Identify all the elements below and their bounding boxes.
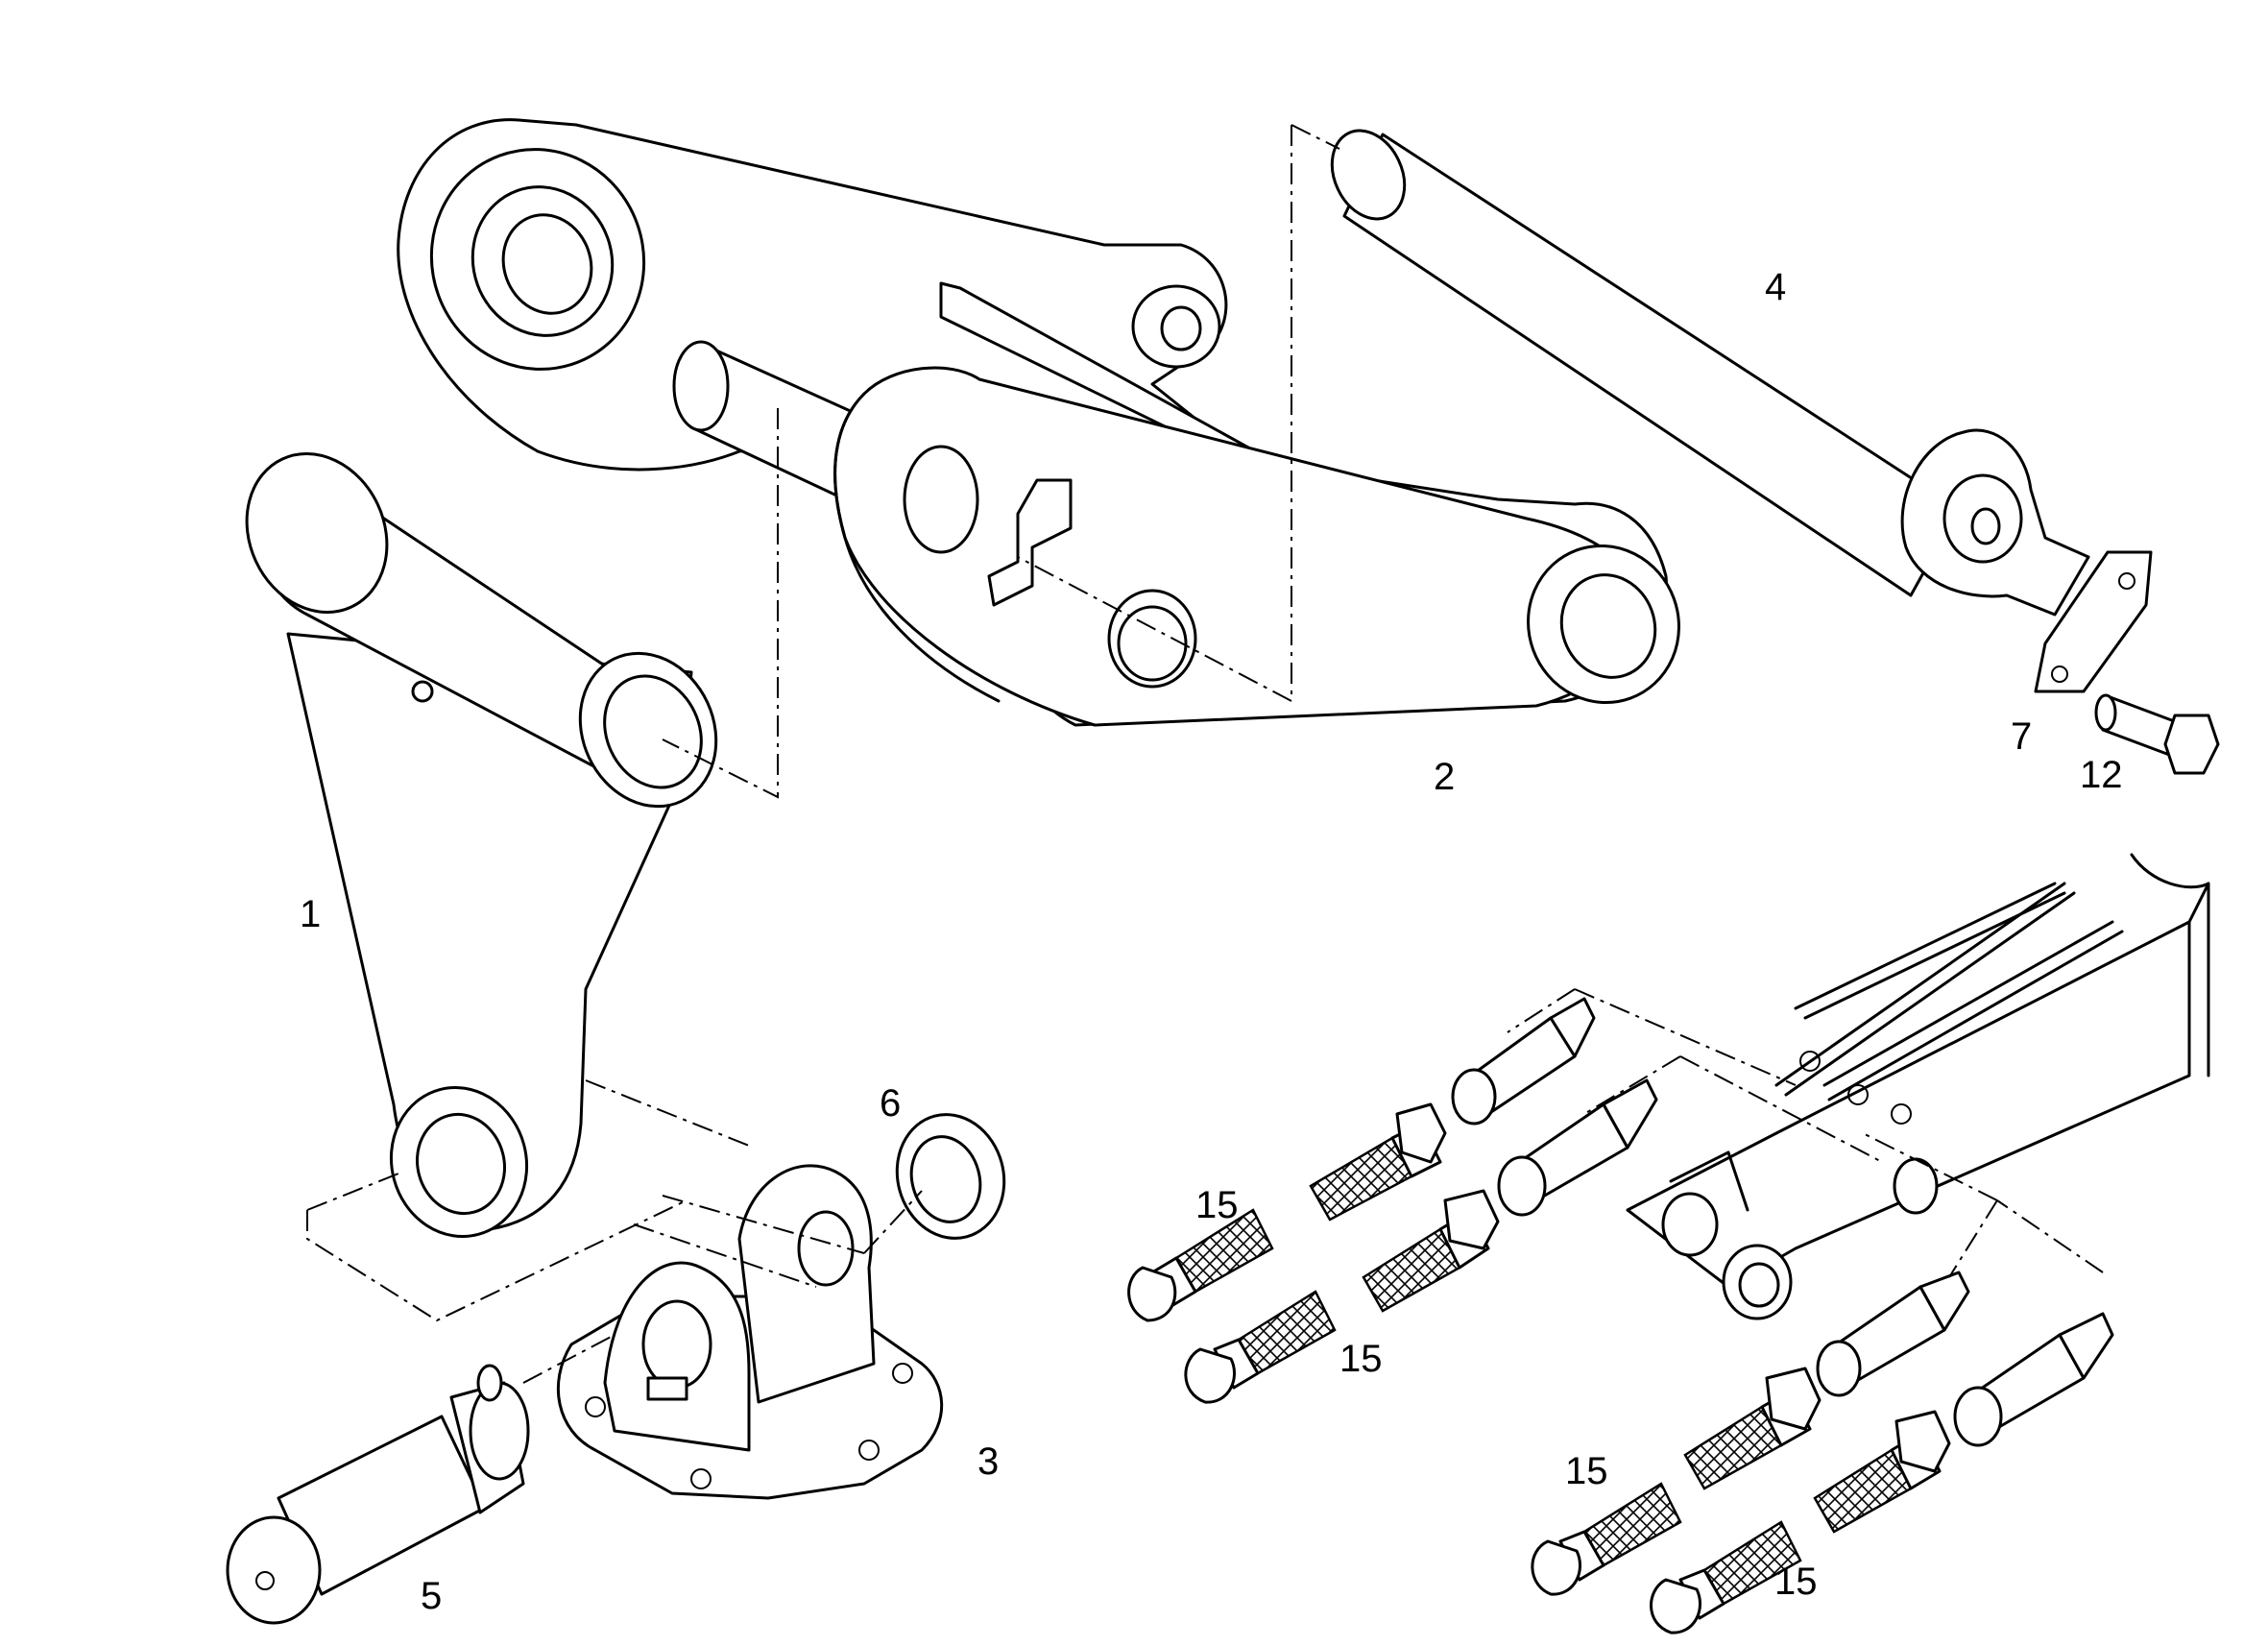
hose-piece	[1650, 1520, 1802, 1634]
pin-with-nut-part-5	[226, 1364, 530, 1625]
callout-4: 4	[1765, 266, 1786, 308]
hose-piece	[1184, 1290, 1337, 1404]
callout-12: 12	[2080, 754, 2123, 796]
callout-15b: 15	[1339, 1338, 1383, 1380]
washer-part-6	[895, 1113, 1006, 1240]
hose-piece	[1683, 1367, 1822, 1490]
hose-pieces-lower	[1531, 1367, 1951, 1634]
hose-piece	[1813, 1410, 1951, 1534]
lock-plate-part-7	[2034, 550, 2153, 693]
callout-15a: 15	[1195, 1184, 1239, 1226]
pin-part-4	[1330, 129, 2090, 617]
fitting-lower-1	[1816, 1271, 1970, 1397]
alignment-lines	[306, 124, 2104, 1384]
bracket-arm-part-1	[245, 451, 718, 1238]
callout-15c: 15	[1565, 1450, 1608, 1492]
hose-piece	[1531, 1482, 1682, 1596]
mounting-base-part-3	[556, 1164, 944, 1500]
fittings-group	[1451, 997, 2114, 1447]
hose-manifold	[1626, 853, 2210, 1320]
callout-5: 5	[421, 1575, 442, 1617]
callout-3: 3	[977, 1440, 999, 1483]
callout-2: 2	[1434, 756, 1455, 798]
hose-piece	[1127, 1208, 1274, 1322]
bolt-part-12	[2094, 693, 2220, 775]
callout-7: 7	[2011, 715, 2032, 758]
hose-piece	[1309, 1102, 1447, 1222]
hose-piece	[1362, 1189, 1500, 1313]
fitting-upper-2	[1497, 1078, 1658, 1217]
callout-15d: 15	[1774, 1561, 1818, 1603]
hose-pieces-upper	[1127, 1102, 1500, 1404]
fitting-lower-2	[1953, 1312, 2114, 1447]
callout-6: 6	[880, 1082, 901, 1125]
callout-labels: 1 2 3 4 5 6 7 12 15 15 15 15	[300, 266, 2123, 1617]
rocker-arm-part-2	[397, 118, 1680, 727]
callout-1: 1	[300, 893, 321, 935]
fitting-upper-1	[1451, 997, 1596, 1126]
